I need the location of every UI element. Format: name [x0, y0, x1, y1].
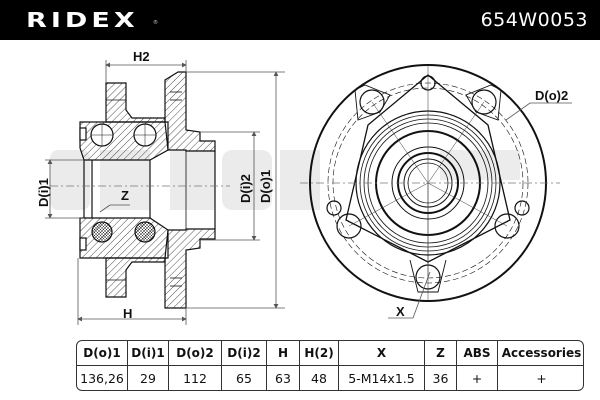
- table-header-cell: D(i)1: [128, 341, 169, 366]
- table-header-cell: X: [339, 341, 425, 366]
- table-value-cell: 136,26: [77, 366, 128, 390]
- table-value-cell: 48: [300, 366, 339, 390]
- table-value-cell: 65: [222, 366, 267, 390]
- table-header-cell: D(o)1: [77, 341, 128, 366]
- table-header-cell: Accessories: [498, 341, 583, 366]
- label-do1: D(o)1: [258, 169, 273, 203]
- table-header-cell: H(2): [300, 341, 339, 366]
- spec-table: D(o)1 D(i)1 D(o)2 D(i)2 H H(2) X Z ABS A…: [76, 340, 584, 391]
- front-dimensions: [388, 102, 572, 319]
- label-di1: D(i)1: [36, 178, 51, 207]
- table-header-cell: Z: [425, 341, 457, 366]
- drawing-canvas: [45, 60, 572, 325]
- table-header-cell: ABS: [457, 341, 498, 366]
- table-value-cell: +: [536, 370, 547, 386]
- brand-logo: RIDEX: [26, 8, 139, 32]
- table-value-cell: 63: [267, 366, 300, 390]
- table-value-cell: 36: [425, 366, 457, 390]
- label-h2: H2: [133, 49, 150, 64]
- label-x: X: [396, 304, 405, 319]
- part-number: 654W0053: [480, 9, 588, 31]
- table-value-cell: 112: [169, 366, 222, 390]
- table-value-cell: +: [457, 366, 498, 390]
- label-di2: D(i)2: [238, 174, 253, 203]
- technical-drawing: H2 H D(i)1 Z D(i)2 D(o)1 D(o)2 X: [0, 40, 600, 332]
- table-value-cell: 5-M14x1.5: [339, 366, 425, 390]
- side-dimensions: [45, 60, 285, 325]
- label-h: H: [123, 306, 133, 321]
- watermark: [50, 150, 520, 210]
- table-header-cell: D(o)2: [169, 341, 222, 366]
- label-do2: D(o)2: [535, 88, 569, 103]
- registered-mark: ®: [153, 20, 158, 26]
- table-header-cell: D(i)2: [222, 341, 267, 366]
- table-value-cell: 29: [128, 366, 169, 390]
- label-z: Z: [121, 188, 129, 203]
- table-header-cell: H: [267, 341, 300, 366]
- side-section-view: [79, 71, 216, 309]
- header-bar: RIDEX ® 654W0053: [0, 0, 600, 40]
